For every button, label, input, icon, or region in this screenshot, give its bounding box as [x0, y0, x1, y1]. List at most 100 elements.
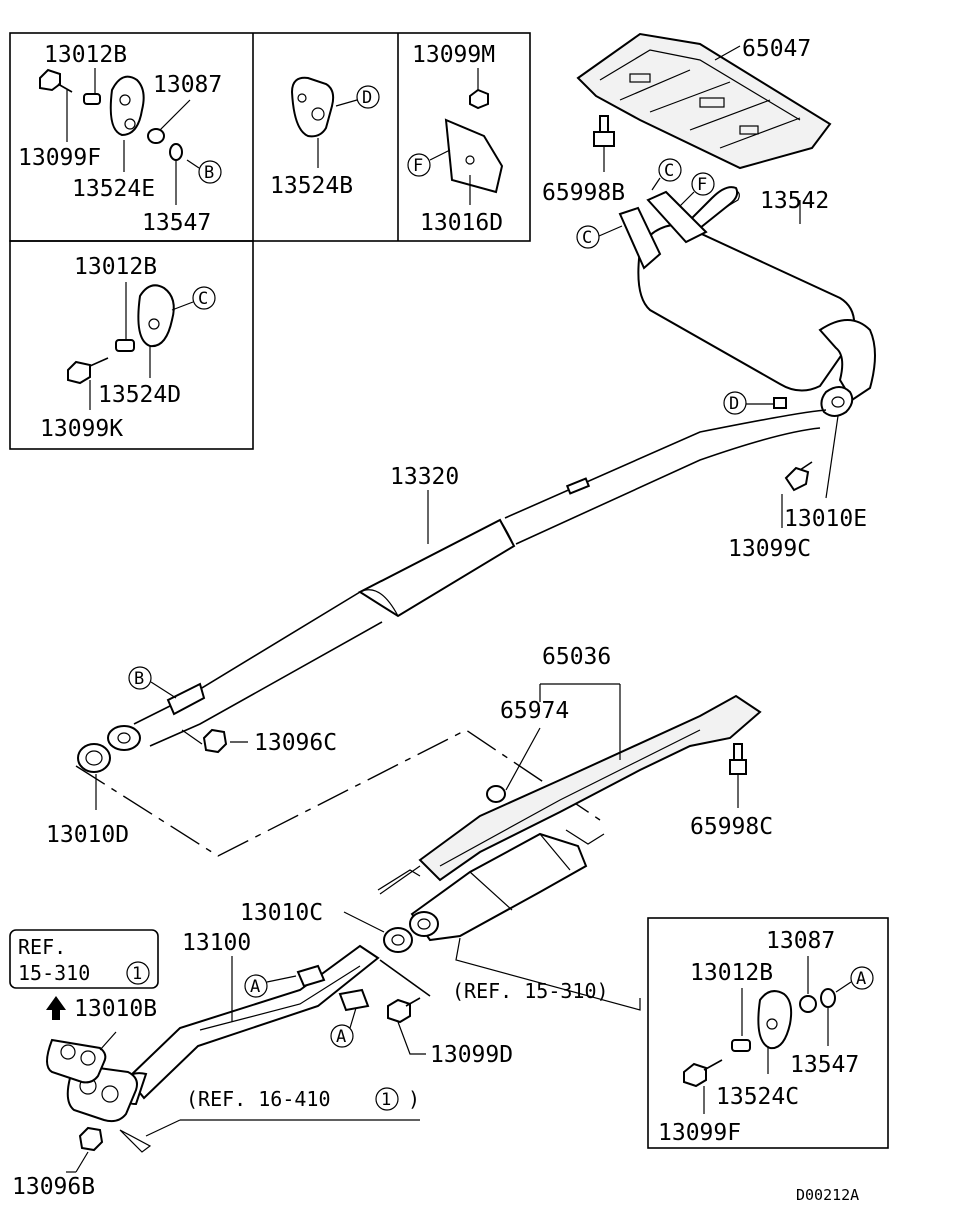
heat-protector-65036: 65036 65974	[377, 644, 762, 895]
ref-box-line2: 15-310	[18, 961, 90, 985]
ref-15-310-text: (REF. 15-310)	[452, 979, 609, 1003]
catalytic-converter: (REF. 15-310)	[409, 829, 641, 1011]
label-13087: 13087	[766, 928, 835, 954]
callout-C: C	[198, 289, 208, 309]
bolt-65998B: 65998B	[542, 115, 625, 206]
inset-box-1: 13012B 13087 B 13099F 13524E 13547	[18, 42, 222, 236]
front-pipe-bracket-A-2	[338, 988, 370, 1012]
label-13010C: 13010C	[240, 900, 323, 926]
ref-16-410-text: (REF. 16-410	[186, 1087, 331, 1111]
callout-C-top: C	[664, 161, 674, 181]
bolt-13099K	[67, 360, 91, 385]
label-13547: 13547	[142, 210, 211, 236]
callout-A-top: A	[250, 977, 260, 997]
ref-16-410-close: )	[408, 1087, 420, 1111]
washer-13547	[820, 988, 836, 1008]
pipe-flange-front	[107, 725, 141, 751]
bolt-13099M	[469, 88, 489, 110]
ref-box-num: 1	[132, 964, 142, 984]
muffler-bracket-C	[646, 190, 708, 244]
label-13010D: 13010D	[46, 822, 129, 848]
label-65998C: 65998C	[690, 814, 773, 840]
label-13012B: 13012B	[690, 960, 773, 986]
label-13099F: 13099F	[658, 1120, 741, 1146]
label-13099F: 13099F	[18, 145, 101, 171]
hanger-bracket-B	[166, 682, 206, 716]
connection-line-13010D	[75, 729, 601, 857]
ref-box-15-310[interactable]: REF. 15-310 1	[9, 929, 159, 989]
label-13524C: 13524C	[716, 1084, 799, 1110]
bolt-13099C: 13099C	[728, 461, 813, 562]
figure-code: D00212A	[796, 1186, 859, 1204]
bushing-pin	[115, 339, 135, 352]
ref-box-line1: REF.	[18, 935, 66, 959]
label-13087: 13087	[153, 72, 222, 98]
label-13010E: 13010E	[784, 506, 867, 532]
center-pipe-13320: 13320 B	[107, 409, 827, 751]
label-13524E: 13524E	[72, 176, 155, 202]
label-13096C: 13096C	[254, 730, 337, 756]
heat-shield-65047: 65047	[576, 32, 832, 170]
label-65974: 65974	[500, 698, 569, 724]
label-13096B: 13096B	[12, 1174, 95, 1200]
front-pipe-bracket-A	[296, 964, 326, 988]
inset-box-4: 13012B C 13524D 13099K	[40, 254, 216, 442]
clip-65974	[486, 785, 506, 803]
bushing-pin	[731, 1039, 751, 1052]
label-13012B: 13012B	[74, 254, 157, 280]
label-65998B: 65998B	[542, 180, 625, 206]
inset-box-5: 13087 A 13012B 13547 13524C 13099F	[647, 917, 889, 1149]
ref-16-410[interactable]: (REF. 16-410 1 )	[119, 1087, 420, 1153]
nut-13096B: 13096B	[12, 1126, 104, 1200]
gasket-13010B: 13010B	[46, 996, 157, 1084]
gasket-13010C: 13010C	[240, 900, 413, 953]
label-13524B: 13524B	[270, 173, 353, 199]
muffler-13542: 13542 C F C D	[576, 158, 876, 415]
inset-box-2: D 13524B	[270, 76, 380, 199]
gasket-13010D: 13010D	[46, 743, 129, 848]
bolt-13099D: 13099D	[379, 959, 513, 1068]
rubber-hanger-13524E	[109, 75, 145, 137]
washer-13547	[169, 143, 183, 161]
label-13099K: 13099K	[40, 416, 123, 442]
gasket-13010E: 13010E	[784, 386, 867, 532]
label-13099M: 13099M	[412, 42, 495, 68]
label-13016D: 13016D	[420, 210, 503, 236]
washer-13087	[799, 995, 817, 1013]
callout-B: B	[204, 163, 214, 183]
bushing-pin	[83, 93, 101, 105]
ref-16-410-num: 1	[381, 1090, 391, 1110]
callout-B: B	[134, 669, 144, 689]
bolt-13099F	[683, 1062, 707, 1088]
label-65036: 65036	[542, 644, 611, 670]
label-13320: 13320	[390, 464, 459, 490]
arrow-up-icon	[46, 996, 66, 1020]
label-13547: 13547	[790, 1052, 859, 1078]
inset-box-3: 13099M F 13016D	[407, 42, 504, 236]
label-65047: 65047	[742, 36, 811, 62]
inset-box-group-top	[9, 32, 531, 450]
label-13010B: 13010B	[74, 996, 157, 1022]
callout-D: D	[729, 394, 739, 414]
callout-D: D	[362, 88, 372, 108]
callout-F-top: F	[697, 175, 707, 195]
label-13100: 13100	[182, 930, 251, 956]
callout-F: F	[413, 156, 423, 176]
label-13524D: 13524D	[98, 382, 181, 408]
callout-A: A	[856, 969, 866, 989]
callout-C-left: C	[582, 228, 592, 248]
bolt-65998C: 65998C	[690, 743, 773, 840]
muffler-bracket-C-2	[618, 206, 662, 270]
washer-13087	[147, 128, 165, 144]
label-13542: 13542	[760, 188, 829, 214]
converter-flange	[409, 911, 439, 937]
rubber-hanger-13524B	[290, 76, 335, 138]
label-13099C: 13099C	[728, 536, 811, 562]
callout-A-bottom: A	[336, 1027, 346, 1047]
bracket-13016D	[444, 118, 504, 194]
rubber-hanger-13524D	[137, 284, 175, 348]
label-13012B: 13012B	[44, 42, 127, 68]
label-13099D: 13099D	[430, 1042, 513, 1068]
nut-13096C: 13096C	[181, 728, 337, 756]
